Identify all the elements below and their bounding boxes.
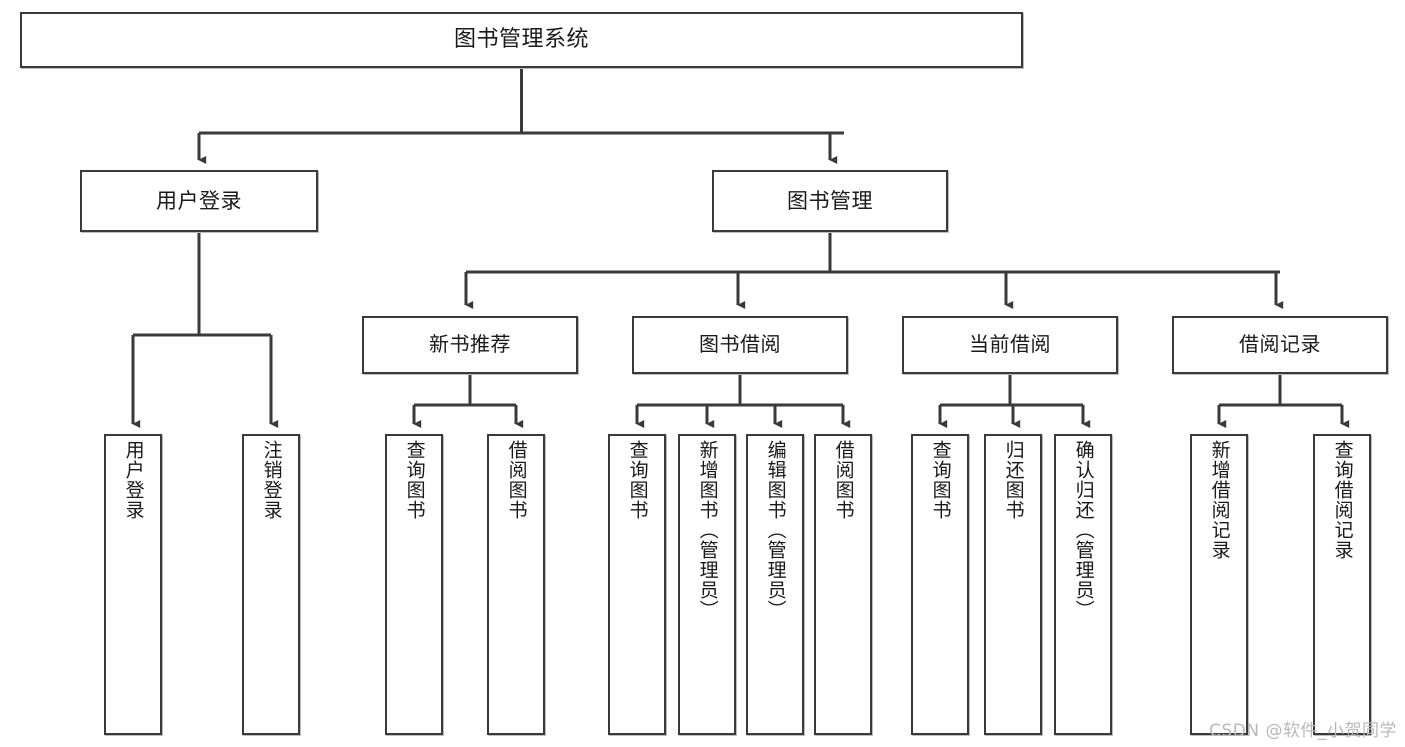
node-leaf-borrow-book-1-label: 借阅图书 — [505, 440, 528, 520]
node-leaf-borrow-book-1[interactable]: 借阅图书 — [487, 434, 545, 735]
node-leaf-add-book[interactable]: 新增图书（管理员） — [678, 434, 736, 735]
node-borrow-record-label: 借阅记录 — [1239, 332, 1321, 357]
node-leaf-query-book-2-label: 查询图书 — [626, 440, 649, 520]
node-new-book-recommend[interactable]: 新书推荐 — [362, 316, 578, 374]
node-leaf-user-login-label: 用户登录 — [122, 440, 145, 520]
node-user-login-label: 用户登录 — [156, 188, 242, 213]
node-leaf-confirm-return-label: 确认归还（管理员） — [1072, 440, 1095, 620]
node-leaf-query-book-1-label: 查询图书 — [403, 440, 426, 520]
node-leaf-add-record[interactable]: 新增借阅记录 — [1190, 434, 1248, 735]
node-leaf-return-book-label: 归还图书 — [1002, 440, 1025, 520]
node-leaf-query-book-2[interactable]: 查询图书 — [608, 434, 666, 735]
node-book-borrow-label: 图书借阅 — [699, 332, 781, 357]
node-leaf-query-record[interactable]: 查询借阅记录 — [1313, 434, 1371, 735]
node-leaf-query-record-label: 查询借阅记录 — [1331, 440, 1354, 560]
node-leaf-query-book-1[interactable]: 查询图书 — [385, 434, 443, 735]
node-root-label: 图书管理系统 — [453, 27, 589, 53]
node-leaf-query-book-3[interactable]: 查询图书 — [911, 434, 969, 735]
node-book-manage[interactable]: 图书管理 — [712, 170, 948, 232]
node-leaf-confirm-return[interactable]: 确认归还（管理员） — [1054, 434, 1112, 735]
node-root[interactable]: 图书管理系统 — [20, 12, 1023, 68]
node-new-book-recommend-label: 新书推荐 — [429, 332, 511, 357]
node-leaf-logout-label: 注销登录 — [260, 440, 283, 520]
node-leaf-borrow-book-2-label: 借阅图书 — [832, 440, 855, 520]
node-book-manage-label: 图书管理 — [787, 188, 873, 213]
node-leaf-logout[interactable]: 注销登录 — [242, 434, 300, 735]
node-user-login[interactable]: 用户登录 — [80, 170, 318, 232]
node-current-borrow[interactable]: 当前借阅 — [902, 316, 1118, 374]
node-leaf-return-book[interactable]: 归还图书 — [984, 434, 1042, 735]
node-borrow-record[interactable]: 借阅记录 — [1172, 316, 1388, 374]
node-leaf-user-login[interactable]: 用户登录 — [104, 434, 162, 735]
node-leaf-add-record-label: 新增借阅记录 — [1208, 440, 1231, 560]
node-leaf-borrow-book-2[interactable]: 借阅图书 — [814, 434, 872, 735]
node-book-borrow[interactable]: 图书借阅 — [632, 316, 848, 374]
node-leaf-add-book-label: 新增图书（管理员） — [696, 440, 719, 620]
node-leaf-edit-book-label: 编辑图书（管理员） — [764, 440, 787, 620]
node-leaf-edit-book[interactable]: 编辑图书（管理员） — [746, 434, 804, 735]
node-leaf-query-book-3-label: 查询图书 — [929, 440, 952, 520]
node-current-borrow-label: 当前借阅 — [969, 332, 1051, 357]
